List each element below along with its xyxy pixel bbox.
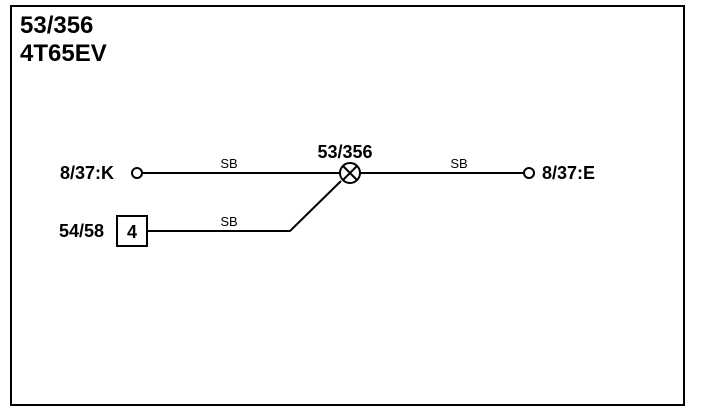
connector-label-8-37-k: 8/37:K bbox=[60, 163, 114, 183]
connector-pin-number: 4 bbox=[127, 222, 137, 242]
splice-icon bbox=[339, 162, 361, 184]
wire-bottom-to-splice bbox=[147, 180, 342, 232]
connector-pin-8-37-e bbox=[523, 167, 535, 179]
connector-box-54-58 bbox=[116, 215, 148, 247]
diagram-frame bbox=[10, 5, 685, 406]
connector-pin-8-37-k bbox=[131, 167, 143, 179]
wire-color-label-bottom: SB bbox=[220, 214, 237, 229]
splice-label: 53/356 bbox=[317, 142, 372, 162]
connector-label-8-37-e: 8/37:E bbox=[542, 163, 595, 183]
wire-color-label-right: SB bbox=[450, 156, 467, 171]
diagram-subtitle: 4T65EV bbox=[20, 40, 107, 67]
diagram-id-title: 53/356 bbox=[20, 12, 94, 39]
connector-label-54-58: 54/58 bbox=[59, 221, 104, 241]
wire-color-label-left: SB bbox=[220, 156, 237, 171]
